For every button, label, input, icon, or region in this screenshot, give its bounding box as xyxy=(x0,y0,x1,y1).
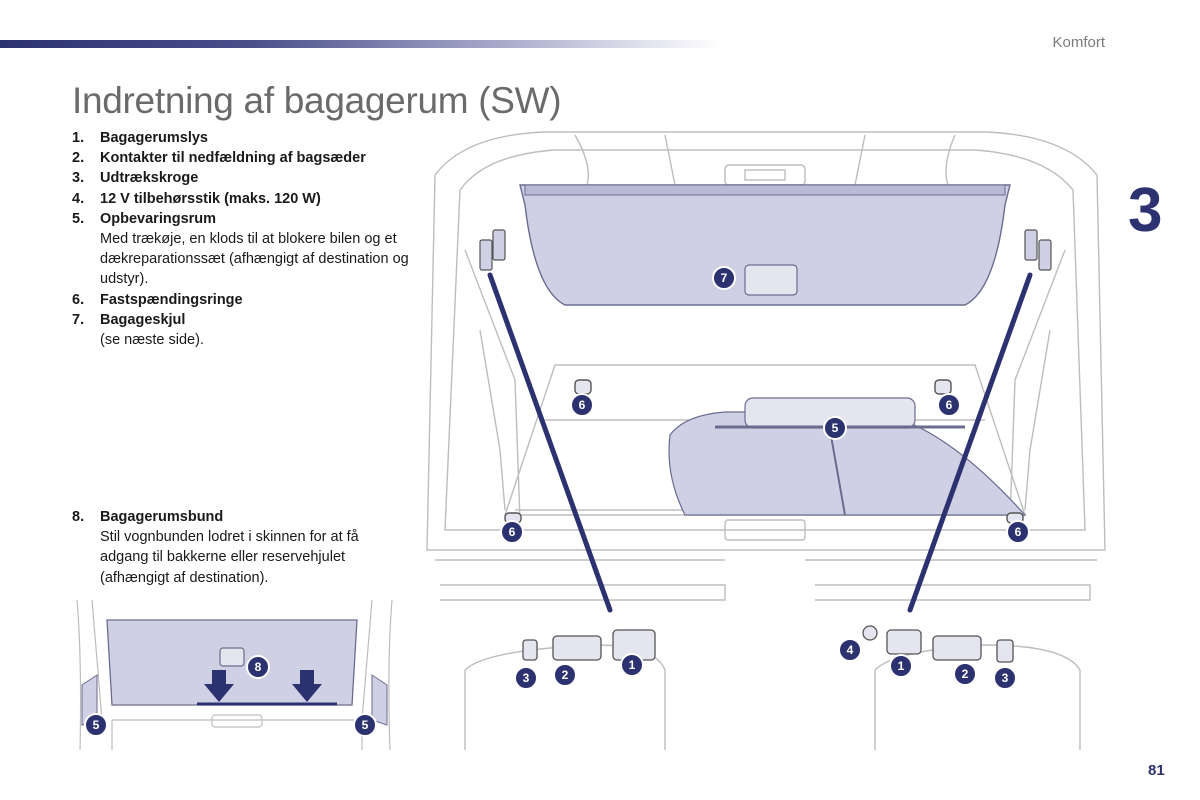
callout-6 xyxy=(570,393,594,417)
callout-label: 5 xyxy=(93,718,100,732)
callout-7 xyxy=(712,266,736,290)
legend-item-7: 7. Bagageskjul (se næste side). xyxy=(72,310,412,350)
legend-list: 1. Bagagerumslys 2. Kontakter til nedfæl… xyxy=(72,128,412,350)
callout-label: 5 xyxy=(832,421,839,435)
header-gradient-bar xyxy=(0,40,720,48)
callout-8 xyxy=(246,655,270,679)
legend-title: Bagagerumslys xyxy=(100,130,208,146)
legend-description: (se næste side). xyxy=(100,332,204,349)
legend-number: 1. xyxy=(72,130,85,146)
callout-label: 4 xyxy=(847,643,854,657)
legend-item-8: 8. Bagagerumsbund Stil vognbunden lodret… xyxy=(72,507,392,588)
callout-3 xyxy=(514,666,538,690)
chapter-number: 3 xyxy=(1128,176,1163,245)
callout-3 xyxy=(993,666,1017,690)
legend-title: Opbevaringsrum xyxy=(100,210,217,227)
callout-label: 8 xyxy=(255,660,262,674)
legend-title: Kontakter til nedfældning af bagsæder xyxy=(100,150,366,167)
floor-illustration: 8 5 5 xyxy=(76,600,393,750)
legend-title: Udtrækskroge xyxy=(100,170,199,187)
legend-item-5: 5. Opbevaringsrum Med trækøje, en klods … xyxy=(72,209,412,290)
section-label: Komfort xyxy=(1052,34,1105,51)
callout-label: 6 xyxy=(946,398,953,412)
legend-title: Bagagerumsbund xyxy=(100,509,224,525)
legend-description: Med trækøje, en klods til at blokere bil… xyxy=(100,231,409,288)
callout-1 xyxy=(889,654,913,678)
callout-1 xyxy=(620,653,644,677)
legend-number: 4. xyxy=(72,190,85,207)
legend-number: 8. xyxy=(72,509,85,525)
callout-5 xyxy=(353,713,377,737)
callout-label: 5 xyxy=(362,718,369,732)
callout-label: 3 xyxy=(1002,671,1009,685)
callout-label: 7 xyxy=(721,271,728,285)
callout-label: 6 xyxy=(1015,525,1022,539)
callout-6 xyxy=(937,393,961,417)
legend-floor: 8. Bagagerumsbund Stil vognbunden lodret… xyxy=(72,507,392,588)
callout-2 xyxy=(953,662,977,686)
callout-badges xyxy=(500,266,1030,690)
callout-label: 2 xyxy=(962,667,969,681)
legend-number: 2. xyxy=(72,150,85,167)
boot-illustration: 7 6 6 5 6 6 3 2 1 4 1 2 3 xyxy=(426,131,1106,750)
callout-label: 1 xyxy=(629,658,636,672)
callout-4 xyxy=(838,638,862,662)
legend-title: Fastspændingsringe xyxy=(100,291,243,308)
legend-title: 12 V tilbehørsstik (maks. 120 W) xyxy=(100,190,321,207)
callout-6 xyxy=(500,520,524,544)
callout-label: 6 xyxy=(509,525,516,539)
callout-label: 1 xyxy=(898,659,905,673)
page-number: 81 xyxy=(1148,762,1165,779)
callout-label: 2 xyxy=(562,668,569,682)
legend-number: 7. xyxy=(72,311,85,328)
legend-number: 3. xyxy=(72,170,85,187)
callout-5 xyxy=(84,713,108,737)
legend-item-6: 6. Fastspændingsringe xyxy=(72,290,412,310)
callout-6 xyxy=(1006,520,1030,544)
legend-item-2: 2. Kontakter til nedfældning af bagsæder xyxy=(72,148,412,168)
callout-5 xyxy=(823,416,847,440)
legend-title: Bagageskjul xyxy=(100,311,186,328)
legend-item-1: 1. Bagagerumslys xyxy=(72,128,412,148)
legend-number: 6. xyxy=(72,291,85,308)
legend-item-4: 4. 12 V tilbehørsstik (maks. 120 W) xyxy=(72,189,412,209)
callout-label: 6 xyxy=(579,398,586,412)
page-title: Indretning af bagagerum (SW) xyxy=(72,80,562,121)
legend-number: 5. xyxy=(72,210,85,227)
legend-description: Stil vognbunden lodret i skinnen for at … xyxy=(100,529,359,586)
callout-2 xyxy=(553,663,577,687)
legend-item-3: 3. Udtrækskroge xyxy=(72,168,412,188)
callout-label: 3 xyxy=(523,671,530,685)
